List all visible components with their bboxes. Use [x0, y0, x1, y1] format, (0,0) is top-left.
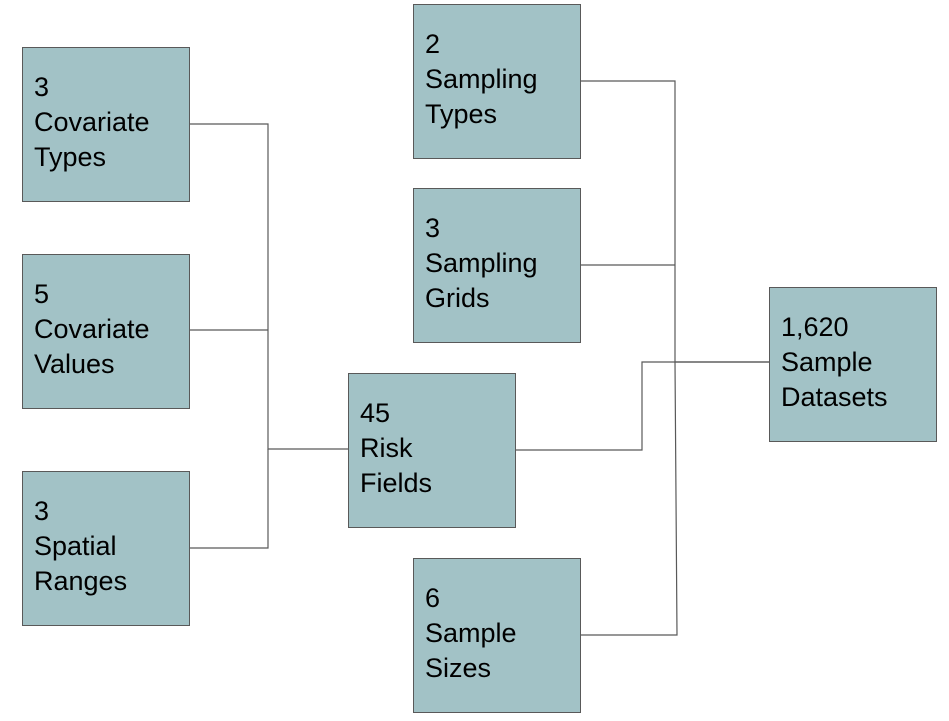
node-label-line: Sizes: [425, 653, 492, 683]
node-count: 45: [360, 398, 391, 428]
node-count: 3: [34, 72, 50, 102]
node-label-line: Sample: [781, 347, 873, 377]
node-sample-datasets: 1,620 Sample Datasets: [769, 287, 937, 442]
node-label-line: Fields: [360, 468, 433, 498]
node-covariate-types: 3 Covariate Types: [22, 47, 190, 202]
node-sampling-types: 2 Sampling Types: [413, 4, 581, 159]
connector-sampling-types-to-sample-datasets: [580, 80, 769, 363]
node-label-line: Datasets: [781, 382, 888, 412]
node-label-line: Sampling: [425, 248, 538, 278]
connector-spatial-ranges-to-risk-fields: [189, 449, 269, 549]
node-count: 1,620: [781, 312, 849, 342]
node-count: 2: [425, 29, 441, 59]
node-label-line: Spatial: [34, 531, 117, 561]
node-count: 3: [425, 213, 441, 243]
node-label-line: Values: [34, 349, 115, 379]
node-label-line: Types: [425, 99, 498, 129]
node-label-line: Covariate: [34, 314, 150, 344]
node-count: 5: [34, 279, 50, 309]
node-count: 6: [425, 583, 441, 613]
node-spatial-ranges: 3 Spatial Ranges: [22, 471, 190, 626]
connector-sample-sizes-to-sample-datasets: [580, 361, 678, 636]
node-risk-fields: 45 Risk Fields: [348, 373, 516, 528]
node-label-line: Grids: [425, 283, 490, 313]
node-label-line: Risk: [360, 433, 413, 463]
node-label-line: Covariate: [34, 107, 150, 137]
node-sample-sizes: 6 Sample Sizes: [413, 558, 581, 713]
node-sampling-grids: 3 Sampling Grids: [413, 188, 581, 343]
node-label-line: Ranges: [34, 566, 128, 596]
node-label-line: Types: [34, 142, 107, 172]
node-covariate-values: 5 Covariate Values: [22, 254, 190, 409]
connector-covariate-types-to-risk-fields: [189, 123, 348, 450]
node-label-line: Sample: [425, 618, 517, 648]
node-label-line: Sampling: [425, 64, 538, 94]
node-count: 3: [34, 496, 50, 526]
connector-risk-fields-to-sample-datasets: [515, 361, 769, 451]
